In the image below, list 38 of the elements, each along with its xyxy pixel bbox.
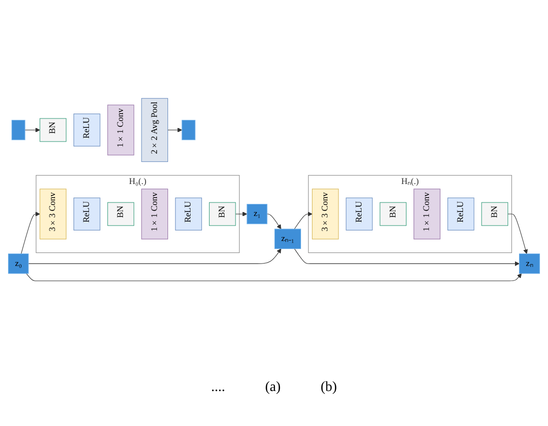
node-box [8, 254, 29, 274]
network-diagram: H₀(.) Hₙ(.) z₀ 3×3 Conv ReLU BN 1×1 Conv ReLU BN z₁ zₙ₋₁ 3×3 Conv ReLU BN 1×1 Conv ReLU BN zₙ BN ReLU 1×1 Conv 2×2 Avg Pool [4, 94, 544, 286]
node-box [519, 254, 540, 274]
node-box [141, 98, 168, 162]
node-box [107, 202, 134, 226]
node-box [246, 204, 268, 225]
cluster [308, 175, 512, 254]
arrow [235, 212, 248, 217]
arrow [508, 214, 528, 254]
arrow [266, 214, 282, 230]
arrow [26, 274, 522, 282]
node-box [74, 114, 100, 147]
caption-text: .... [211, 380, 226, 396]
node-box [12, 120, 26, 140]
caption-text: (a) [265, 380, 281, 396]
arrow [24, 128, 40, 133]
arrow [168, 128, 182, 133]
node-box [40, 189, 66, 240]
arrow [20, 212, 40, 254]
node-box [74, 198, 100, 231]
node-box [274, 229, 302, 250]
node-box [312, 189, 339, 240]
node-box [414, 189, 440, 240]
arrow [28, 248, 282, 264]
node-box [380, 202, 406, 226]
node-box [182, 120, 196, 140]
node-box [447, 198, 474, 231]
node-box [141, 189, 168, 240]
arrow [294, 212, 312, 230]
node-box [107, 105, 134, 156]
node-box [481, 202, 508, 226]
cluster [36, 175, 240, 254]
node-box [346, 198, 373, 231]
caption-text: (b) [320, 380, 337, 396]
arrow [294, 248, 520, 266]
node-box [175, 198, 202, 231]
node-box [40, 118, 66, 142]
node-box [209, 202, 236, 226]
